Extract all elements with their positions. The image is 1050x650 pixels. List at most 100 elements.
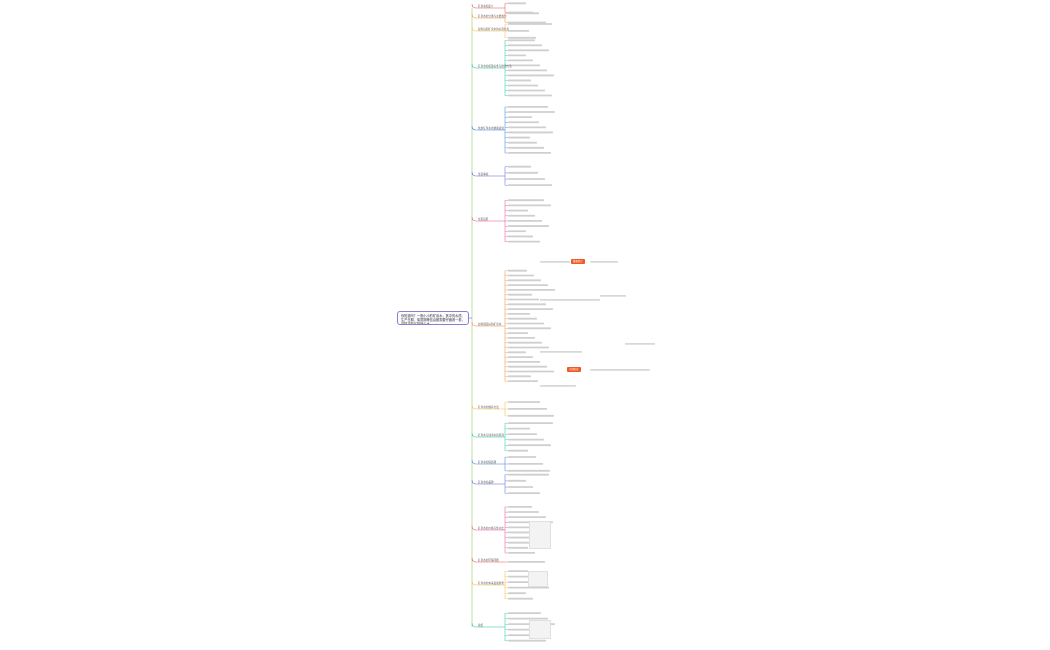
leaf-text-placeholder xyxy=(508,293,532,296)
branch-connector xyxy=(471,13,500,19)
leaf-text-placeholder xyxy=(508,332,528,334)
leaf-text-placeholder xyxy=(508,220,542,222)
branch-connector xyxy=(471,63,500,69)
leaf-text-placeholder xyxy=(508,131,553,134)
leaf-text-placeholder xyxy=(508,586,549,589)
branch-connector xyxy=(471,404,500,410)
branch-connector xyxy=(471,580,500,586)
leaf-text-placeholder xyxy=(508,313,530,315)
branch-connector xyxy=(471,125,500,131)
leaf-text-placeholder xyxy=(508,327,551,330)
leaf-text-placeholder xyxy=(508,427,530,430)
branch-connector xyxy=(471,622,500,628)
leaf-text-placeholder xyxy=(508,30,529,32)
leaf-text-placeholder xyxy=(508,361,540,363)
leaf-text-placeholder xyxy=(508,106,548,108)
leaf-text-placeholder xyxy=(508,561,545,563)
note-card xyxy=(529,521,551,549)
branch-connector xyxy=(471,525,500,531)
leaf-text-placeholder xyxy=(508,136,530,139)
note-card xyxy=(528,571,548,587)
leaf-text-placeholder xyxy=(508,546,528,549)
leaf-text-placeholder xyxy=(508,274,534,277)
branch-label[interactable]: 常见误区 xyxy=(478,217,489,221)
branch-links xyxy=(469,3,500,628)
leaf-text-placeholder xyxy=(508,356,533,358)
branch-label[interactable]: 注意事项 xyxy=(478,172,489,176)
branch-label[interactable]: 矿泉水的保质期 xyxy=(478,460,497,464)
branch-label[interactable]: 矿泉水的品牌 xyxy=(478,480,494,484)
leaf-text-placeholder xyxy=(508,54,526,57)
branch-label[interactable]: 矿泉水的定义 xyxy=(478,4,494,8)
leaf-text-placeholder xyxy=(508,84,538,87)
leaf-text-placeholder xyxy=(508,516,546,519)
branch-label[interactable]: 矿泉水的环保问题 xyxy=(478,558,499,562)
highlight-tag[interactable]: 重要提示 xyxy=(571,259,585,264)
leaf-text-placeholder xyxy=(508,612,541,614)
leaf-text-placeholder xyxy=(508,204,551,207)
leaf-text-placeholder xyxy=(508,94,552,97)
leaf-text-placeholder xyxy=(508,21,546,24)
leaf-text-placeholder xyxy=(508,2,526,5)
leaf-text-placeholder xyxy=(508,617,548,620)
branch-label[interactable]: 矿泉水的分类与主要成分 xyxy=(478,14,507,18)
leaf-text-placeholder xyxy=(508,79,531,82)
branch-label[interactable]: 矿泉水的价格与性价比 xyxy=(478,526,504,530)
branch-label[interactable]: 如何识别矿泉水的标签信息 xyxy=(478,27,510,31)
leaf-text-placeholder xyxy=(508,284,548,286)
leaf-text-placeholder xyxy=(508,341,542,344)
branch-connector xyxy=(471,26,500,32)
leaf-text-placeholder xyxy=(508,322,544,325)
highlight-tag[interactable]: 关键信息 xyxy=(567,367,581,372)
branch-connector xyxy=(471,321,500,327)
branch-label[interactable]: 饮用矿泉水的健康益处 xyxy=(478,126,504,130)
branch-connector xyxy=(471,3,500,9)
leaf-text-placeholder xyxy=(508,178,545,180)
leaf-text-placeholder xyxy=(508,59,533,62)
branch-label[interactable]: 矿泉水的质量标准与检测方法 xyxy=(478,64,512,68)
nested-leaf-placeholder xyxy=(540,261,570,263)
leaf-text-placeholder xyxy=(508,597,533,600)
leaf-text-placeholder xyxy=(508,552,535,554)
branch-label[interactable]: 矿泉水与纯净水的区别 xyxy=(478,433,504,437)
leaf-text-placeholder xyxy=(508,225,549,227)
branch-connector xyxy=(471,557,500,563)
leaf-text-placeholder xyxy=(508,152,551,154)
nested-leaf-placeholder xyxy=(600,295,626,297)
leaf-text-placeholder xyxy=(508,230,526,233)
leaf-text-placeholder xyxy=(508,444,551,447)
branch-label[interactable]: 矿泉水的储存方法 xyxy=(478,405,499,409)
leaf-text-placeholder xyxy=(508,463,543,465)
leaf-text-placeholder xyxy=(508,456,536,458)
root-node-text: 你知道吗？一瓶小小的矿泉水，其中的水质、生产日期、保质期等信息都需要仔细看一看，… xyxy=(401,314,465,325)
leaf-text-placeholder xyxy=(508,526,530,529)
leaf-text-placeholder xyxy=(508,401,540,403)
nested-leaf-placeholder xyxy=(590,369,650,371)
leaf-text-placeholder xyxy=(508,408,547,410)
leaf-text-placeholder xyxy=(508,289,555,291)
branch-label[interactable]: 矿泉水的未来发展趋势 xyxy=(478,581,504,585)
leaf-text-placeholder xyxy=(508,422,553,424)
leaf-text-placeholder xyxy=(508,165,531,168)
branch-label[interactable]: 总结 xyxy=(478,623,484,627)
branch-connector xyxy=(471,216,500,222)
leaf-text-placeholder xyxy=(508,351,526,354)
leaf-text-placeholder xyxy=(508,121,539,124)
branch-connector xyxy=(471,479,500,485)
leaf-text-placeholder xyxy=(508,214,535,217)
leaf-text-placeholder xyxy=(508,317,537,320)
leaf-text-placeholder xyxy=(508,126,546,129)
leaf-text-placeholder xyxy=(508,639,546,642)
leaf-text-placeholder xyxy=(508,44,542,47)
leaf-text-placeholder xyxy=(508,240,540,243)
leaf-text-placeholder xyxy=(508,36,536,39)
branch-label[interactable]: 如何挑选好的矿泉水 xyxy=(478,322,502,326)
leaf-text-placeholder xyxy=(508,370,554,373)
leaf-text-placeholder xyxy=(508,337,535,339)
leaf-text-placeholder xyxy=(508,23,552,25)
leaf-text-placeholder xyxy=(508,492,540,494)
nested-leaf-placeholder xyxy=(590,261,618,263)
leaf-text-placeholder xyxy=(508,303,546,306)
root-node[interactable]: 你知道吗？一瓶小小的矿泉水，其中的水质、生产日期、保质期等信息都需要仔细看一看，… xyxy=(397,311,469,325)
leaf-text-placeholder xyxy=(508,39,535,42)
